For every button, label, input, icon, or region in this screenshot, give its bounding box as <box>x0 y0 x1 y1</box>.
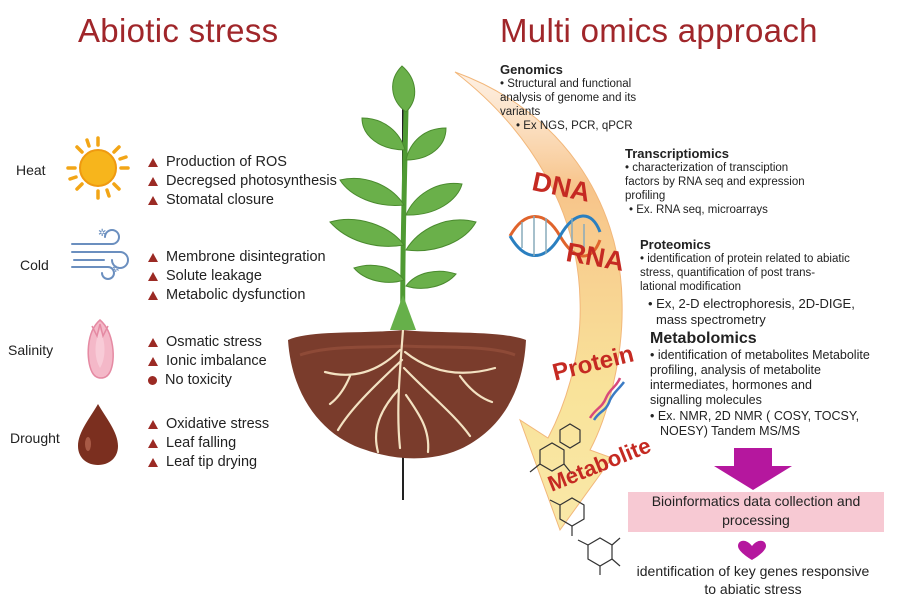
transcriptomics-text: • characterization of transciption facto… <box>625 162 805 216</box>
stress-label-heat: Heat <box>16 162 46 178</box>
proteomics-title: Proteomics <box>640 237 711 252</box>
proteomics-section: Proteomics • identification of protein r… <box>640 237 892 328</box>
list-item: Metabolic dysfunction <box>148 286 326 305</box>
list-item: Stomatal closure <box>148 191 337 210</box>
genomics-text: • Structural and functional analysis of … <box>500 78 637 132</box>
metabolomics-title: Metabolomics <box>650 330 757 347</box>
list-item: Solute leakage <box>148 267 326 286</box>
drought-effects-list: Oxidative stress Leaf falling Leaf tip d… <box>148 415 269 472</box>
triangle-bullet-icon <box>148 439 158 448</box>
list-item: Membrone disintegration <box>148 248 326 267</box>
flower-bud-icon <box>87 319 114 379</box>
stress-label-salinity: Salinity <box>8 342 54 358</box>
molecule-structure-icon <box>529 423 621 575</box>
final-outcome-text: identification of key genes responsive t… <box>636 563 870 597</box>
triangle-bullet-icon <box>148 196 158 205</box>
proteomics-examples: • Ex, 2-D electrophoresis, 2D-DIGE, mass… <box>648 296 855 327</box>
triangle-bullet-icon <box>148 272 158 281</box>
heart-icon <box>738 540 766 560</box>
genomics-section: Genomics • Structural and functional ana… <box>500 62 670 133</box>
genomics-title: Genomics <box>500 62 563 77</box>
list-item: No toxicity <box>148 371 267 390</box>
protein-strand-icon <box>588 377 625 421</box>
omics-curved-arrow <box>454 71 623 532</box>
dna-helix-icon <box>508 214 602 258</box>
water-drop-icon <box>78 404 118 465</box>
list-item: Osmatic stress <box>148 333 267 352</box>
abiotic-stress-title: Abiotic stress <box>78 12 279 49</box>
triangle-bullet-icon <box>148 357 158 366</box>
svg-text:✲: ✲ <box>98 228 106 239</box>
triangle-bullet-icon <box>148 420 158 429</box>
metabolomics-text: • identification of metabolites Metaboli… <box>650 348 870 407</box>
triangle-bullet-icon <box>148 291 158 300</box>
cold-effects-list: Membrone disintegration Solute leakage M… <box>148 248 326 305</box>
proteomics-text: • identification of protein related to a… <box>640 253 850 293</box>
stress-label-drought: Drought <box>10 430 60 446</box>
bioinformatics-box: Bioinformatics data collection and proce… <box>628 492 884 532</box>
plant-illustration <box>288 65 526 500</box>
sun-icon <box>66 136 130 200</box>
triangle-bullet-icon <box>148 338 158 347</box>
circle-bullet-icon <box>148 376 157 385</box>
multi-omics-title: Multi omics approach <box>500 12 818 49</box>
svg-text:✲: ✲ <box>112 264 120 274</box>
transcriptomics-section: Transcriptiomics • characterization of t… <box>625 146 855 217</box>
list-item: Oxidative stress <box>148 415 269 434</box>
wind-icon: ✲ ✲ <box>71 228 129 280</box>
list-item: Production of ROS <box>148 153 337 172</box>
metabolomics-section: Metabolomics • identification of metabol… <box>650 330 895 439</box>
list-item: Decregsed photosynthesis <box>148 172 337 191</box>
stress-label-cold: Cold <box>20 257 49 273</box>
triangle-bullet-icon <box>148 177 158 186</box>
triangle-bullet-icon <box>148 458 158 467</box>
transcriptomics-title: Transcriptiomics <box>625 146 730 161</box>
metabolomics-examples: • Ex. NMR, 2D NMR ( COSY, TOCSY, NOESY) … <box>650 409 860 438</box>
down-arrow-icon <box>714 448 792 490</box>
triangle-bullet-icon <box>148 158 158 167</box>
list-item: Ionic imbalance <box>148 352 267 371</box>
list-item: Leaf falling <box>148 434 269 453</box>
list-item: Leaf tip drying <box>148 453 269 472</box>
heat-effects-list: Production of ROS Decregsed photosynthes… <box>148 153 337 210</box>
salinity-effects-list: Osmatic stress Ionic imbalance No toxici… <box>148 333 267 390</box>
triangle-bullet-icon <box>148 253 158 262</box>
